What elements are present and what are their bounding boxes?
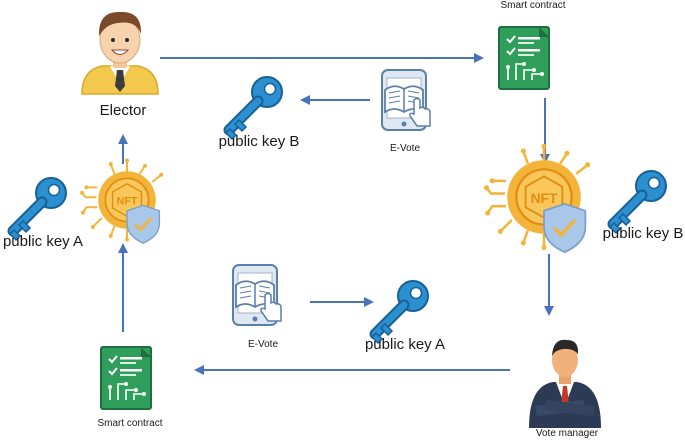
evote-phone-icon	[381, 69, 431, 131]
person-manager-icon	[529, 339, 601, 428]
label-public-key-b-right: public key B	[603, 225, 684, 242]
key-icon	[226, 77, 282, 139]
nft-text: NFT	[531, 191, 558, 206]
label-smart-contract-bottom: Smart contract	[97, 418, 162, 429]
label-elector: Elector	[100, 102, 147, 119]
smart-contract-icon	[498, 26, 550, 90]
label-smart-contract-top: Smart contract	[500, 0, 565, 11]
label-evote-bottom: E-Vote	[248, 339, 278, 350]
arrows	[118, 53, 554, 375]
label-public-key-a-center: public key A	[365, 336, 445, 353]
nft-shield-icon: NFT	[482, 142, 592, 254]
key-icon	[10, 178, 66, 240]
label-evote-top: E-Vote	[390, 143, 420, 154]
key-icon	[610, 171, 666, 233]
evote-phone-icon	[232, 264, 282, 326]
label-public-key-b-top: public key B	[219, 133, 300, 150]
label-public-key-a-left: public key A	[3, 233, 83, 250]
label-vote-manager: Vote manager	[536, 428, 599, 439]
nft-shield-icon: NFT	[78, 157, 165, 245]
smart-contract-icon	[100, 346, 152, 410]
nft-text: NFT	[117, 196, 138, 208]
key-icon	[372, 281, 428, 343]
person-elector-icon	[81, 11, 159, 95]
